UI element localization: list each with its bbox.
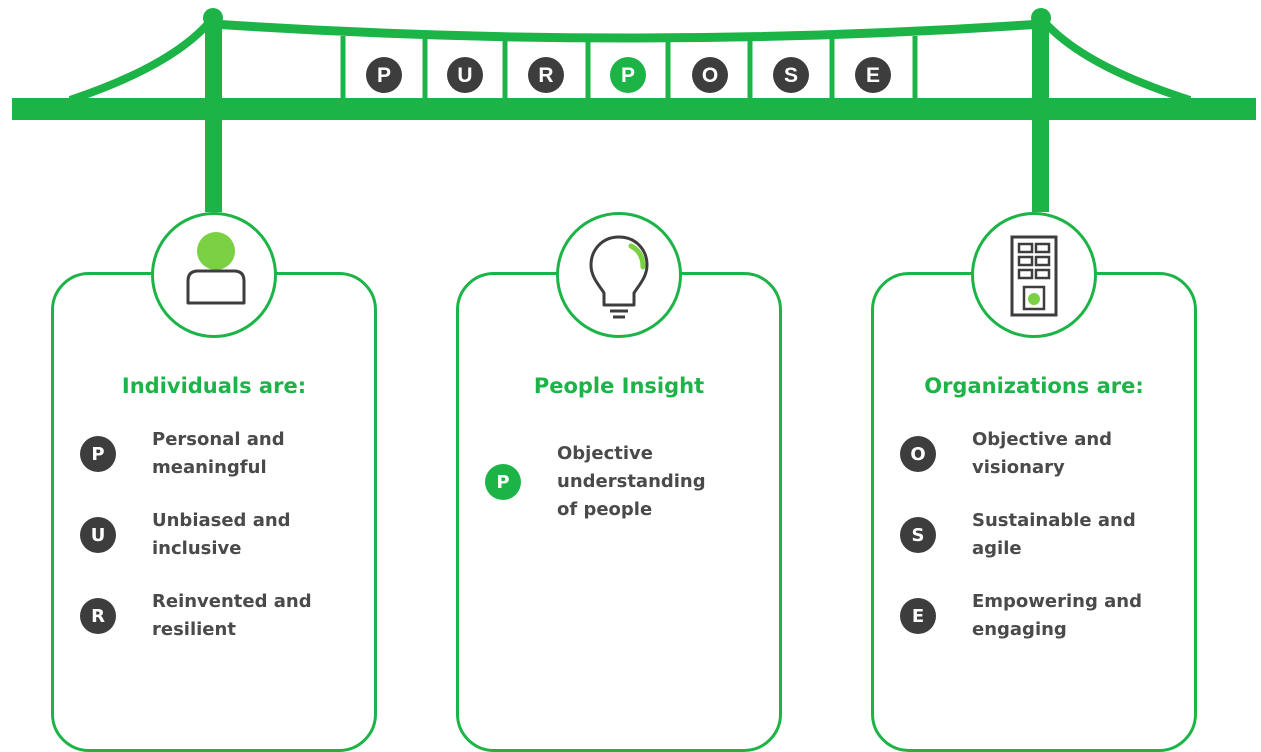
badge-s: S	[900, 517, 936, 553]
bridge-letter-circle	[773, 57, 809, 93]
individuals-item-1: P Personal and meaningful	[80, 426, 322, 482]
people-insight-item-1: P Objective understanding of people	[485, 440, 707, 524]
main-cable	[212, 19, 1042, 43]
item-text: Objective and visionary	[972, 429, 1113, 478]
person-icon	[186, 232, 246, 305]
bridge-letter: O	[702, 64, 718, 87]
organizations-title: Organizations are:	[924, 374, 1144, 398]
right-suspension-cable	[1037, 15, 1192, 104]
badge-p: P	[485, 464, 521, 500]
badge-o: O	[900, 436, 936, 472]
organizations-item-2: S Sustainable and agile	[900, 507, 1142, 563]
bridge-deck	[12, 98, 1256, 120]
left-suspension-cable	[68, 15, 217, 104]
right-tower-cap	[1031, 8, 1051, 28]
bridge-letter: S	[784, 64, 798, 87]
bridge-letter-circle	[447, 57, 483, 93]
badge-e: E	[900, 598, 936, 634]
lightbulb-icon-circle	[556, 212, 682, 338]
lightbulb-icon	[589, 235, 649, 319]
left-tower	[205, 18, 222, 212]
bridge-letter: E	[866, 64, 880, 87]
bridge-hangers	[340, 36, 918, 100]
badge-r: R	[80, 598, 116, 634]
person-icon-circle	[151, 212, 277, 338]
people-insight-title: People Insight	[533, 374, 705, 398]
item-text: Empowering and engaging	[972, 591, 1142, 640]
individuals-card	[51, 272, 377, 752]
left-tower-cap	[203, 8, 223, 28]
item-text: Sustainable and agile	[972, 510, 1136, 559]
item-text: Unbiased and inclusive	[152, 510, 291, 559]
organizations-item-1: O Objective and visionary	[900, 426, 1142, 482]
item-text: Personal and meaningful	[152, 429, 285, 478]
bridge-letter-circle	[366, 57, 402, 93]
organizations-item-3: E Empowering and engaging	[900, 588, 1142, 644]
bridge-letter-circle	[692, 57, 728, 93]
bridge-letter: P	[377, 64, 391, 87]
badge-p: P	[80, 436, 116, 472]
bridge-letter-circle	[855, 57, 891, 93]
bridge-letter: U	[457, 64, 472, 87]
bridge-letter: R	[538, 64, 553, 87]
bridge-letter-circle	[528, 57, 564, 93]
organizations-card	[871, 272, 1197, 752]
badge-u: U	[80, 517, 116, 553]
individuals-item-2: U Unbiased and inclusive	[80, 507, 322, 563]
building-icon-circle	[971, 212, 1097, 338]
item-text: Objective understanding of people	[557, 443, 706, 520]
item-text: Reinvented and resilient	[152, 591, 312, 640]
building-icon	[1010, 235, 1058, 317]
bridge-letter: P	[621, 64, 635, 87]
bridge-letter-circle	[610, 57, 646, 93]
right-tower	[1032, 18, 1049, 212]
individuals-title: Individuals are:	[121, 374, 307, 398]
people-insight-card	[456, 272, 782, 752]
individuals-item-3: R Reinvented and resilient	[80, 588, 322, 644]
